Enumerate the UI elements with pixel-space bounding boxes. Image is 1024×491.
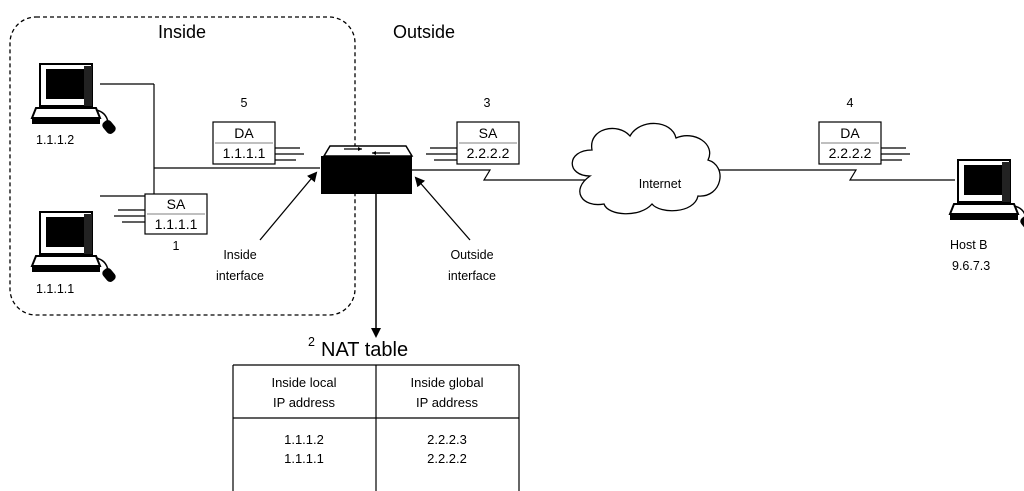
outside-label: Outside (393, 22, 455, 42)
host-top-ip: 1.1.1.2 (36, 133, 74, 147)
inside-interface-pointer (259, 171, 318, 241)
packet-5-field: DA (234, 125, 254, 141)
host-bottom-ip: 1.1.1.1 (36, 282, 74, 296)
router-icon (321, 145, 414, 194)
outside-interface-pointer (414, 176, 471, 241)
nat-cell: 1.1.1.2 (284, 432, 324, 447)
inside-wiring (100, 83, 320, 200)
outside-interface-label-2: interface (448, 269, 496, 283)
cloud-icon: Internet (571, 122, 721, 215)
nat-cell: 1.1.1.1 (284, 451, 324, 466)
packet-1: SA 1.1.1.1 1 (114, 193, 208, 253)
internet-label: Internet (639, 177, 682, 191)
inside-interface-label-2: interface (216, 269, 264, 283)
nat-table-step: 2 (308, 335, 315, 349)
desktop-computer-icon (949, 159, 1024, 233)
packet-5-step: 5 (241, 96, 248, 110)
nat-header-local-2: IP address (273, 395, 335, 410)
nat-cell: 2.2.2.3 (427, 432, 467, 447)
nat-header-global-2: IP address (416, 395, 478, 410)
packet-1-addr: 1.1.1.1 (155, 216, 198, 232)
host-b-ip: 9.6.7.3 (952, 259, 990, 273)
host-b: Host B 9.6.7.3 (949, 159, 1024, 273)
nat-table: 2 NAT table Inside local IP address Insi… (232, 335, 520, 491)
packet-5: 5 DA 1.1.1.1 (212, 96, 304, 165)
packet-4-addr: 2.2.2.2 (829, 145, 872, 161)
packet-4-step: 4 (847, 96, 854, 110)
nat-cell: 2.2.2.2 (427, 451, 467, 466)
packet-3: 3 SA 2.2.2.2 (426, 96, 520, 165)
nat-table-title: NAT table (321, 339, 408, 361)
host-1-1-1-2: 1.1.1.2 (31, 63, 119, 147)
outside-interface-label: Outside (450, 248, 493, 262)
inside-interface-label: Inside (223, 248, 256, 262)
desktop-computer-icon (31, 211, 119, 285)
host-b-name: Host B (950, 238, 988, 252)
packet-3-addr: 2.2.2.2 (467, 145, 510, 161)
host-1-1-1-1: 1.1.1.1 (31, 211, 119, 296)
inside-label: Inside (158, 22, 206, 42)
packet-3-field: SA (479, 125, 498, 141)
desktop-computer-icon (31, 63, 119, 137)
packet-5-addr: 1.1.1.1 (223, 145, 266, 161)
nat-header-local: Inside local (271, 375, 336, 390)
outside-wiring (412, 169, 955, 181)
packet-1-step: 1 (173, 239, 180, 253)
packet-4-field: DA (840, 125, 860, 141)
packet-1-field: SA (167, 196, 186, 212)
packet-4: 4 DA 2.2.2.2 (818, 96, 910, 165)
packet-3-step: 3 (484, 96, 491, 110)
nat-header-global: Inside global (411, 375, 484, 390)
